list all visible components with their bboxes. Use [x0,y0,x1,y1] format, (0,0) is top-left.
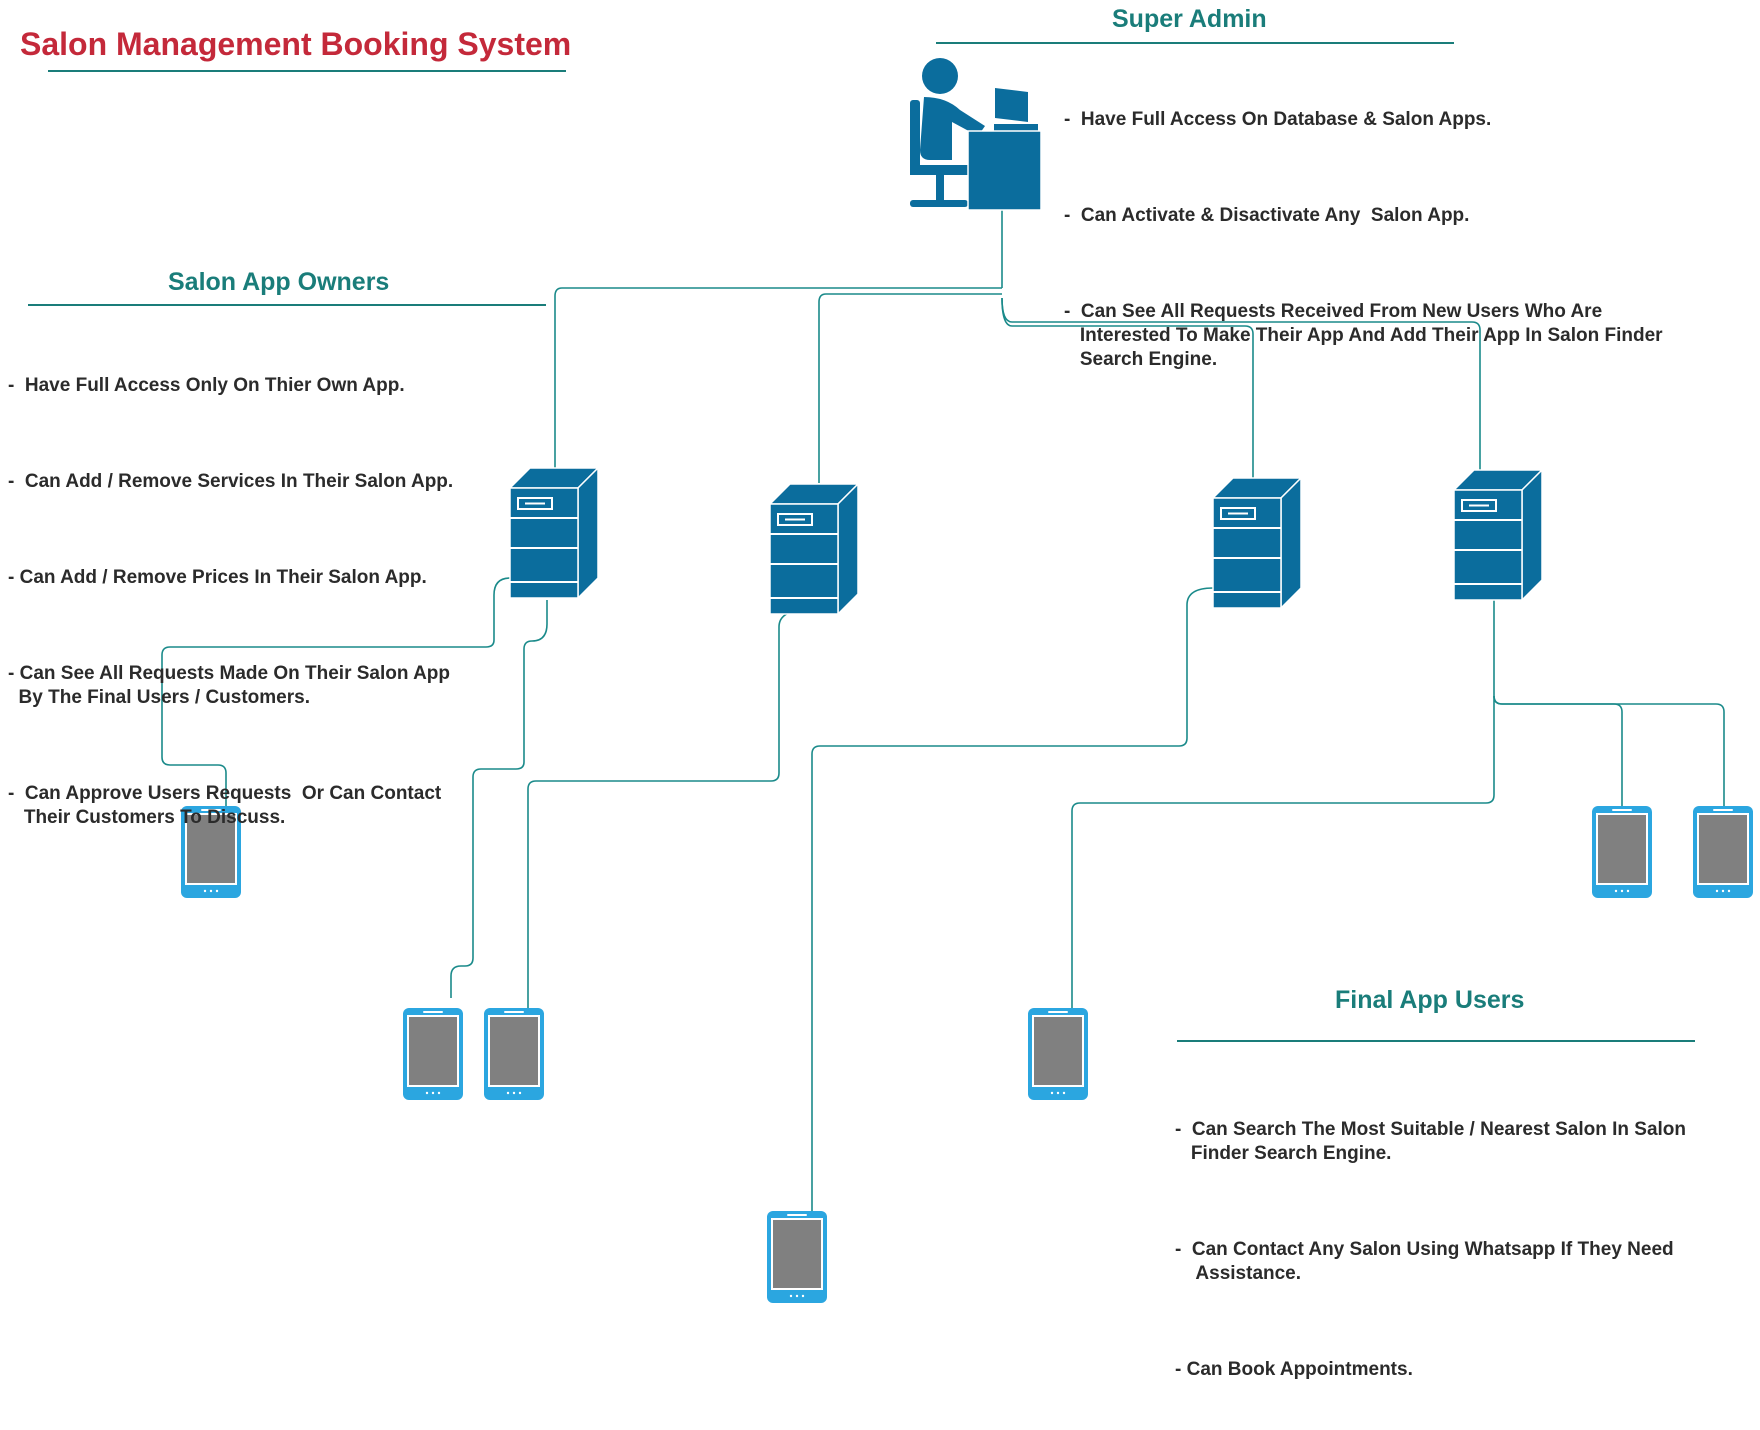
salon-server-2 [769,483,859,615]
title-underline [48,70,566,72]
owners-heading: Salon App Owners [168,268,390,296]
bullet-item: - Have Full Access Only On Thier Own App… [8,375,405,396]
super-admin-heading: Super Admin [1112,5,1267,33]
bullet-item: - Can Activate & Disactivate Any Salon A… [1064,205,1470,226]
salon-server-1 [509,467,599,599]
users-heading: Final App Users [1335,986,1525,1014]
user-tablet-4 [766,1210,828,1304]
bullet-item: - Can See All Requests Made On Their Sal… [8,663,451,708]
salon-server-3 [1212,477,1302,609]
super-admin-underline [936,42,1454,44]
user-tablet-3 [483,1007,545,1101]
user-tablet-6 [1591,805,1653,899]
bullet-item: - Can See All Requests Received From New… [1064,301,1663,370]
salon-server-4 [1453,469,1543,601]
network-diagram [161,58,1754,1304]
bullet-item: - Have Full Access On Database & Salon A… [1064,109,1492,130]
owners-underline [28,304,546,306]
user-tablet-7 [1692,805,1754,899]
user-tablet-5 [1027,1007,1089,1101]
bullet-item: - Can Book Appointments. [1175,1359,1413,1380]
bullet-item: - Can Add / Remove Services In Their Sal… [8,471,454,492]
super-admin-bullets: - Have Full Access On Database & Salon A… [1064,60,1663,420]
connector-lines [161,207,1725,1211]
admin-at-desk-icon [910,58,1042,211]
page-title: Salon Management Booking System [20,26,572,62]
users-bullets: - Can Search The Most Suitable / Nearest… [1175,1070,1686,1430]
users-underline [1177,1040,1695,1042]
bullet-item: - Can Approve Users Requests Or Can Cont… [8,783,442,828]
bullet-item: - Can Search The Most Suitable / Nearest… [1175,1119,1687,1164]
bullet-item: - Can Add / Remove Prices In Their Salon… [8,567,427,588]
user-tablet-2 [402,1007,464,1101]
owners-bullets: - Have Full Access Only On Thier Own App… [8,326,453,878]
bullet-item: - Can Contact Any Salon Using Whatsapp I… [1175,1239,1674,1284]
